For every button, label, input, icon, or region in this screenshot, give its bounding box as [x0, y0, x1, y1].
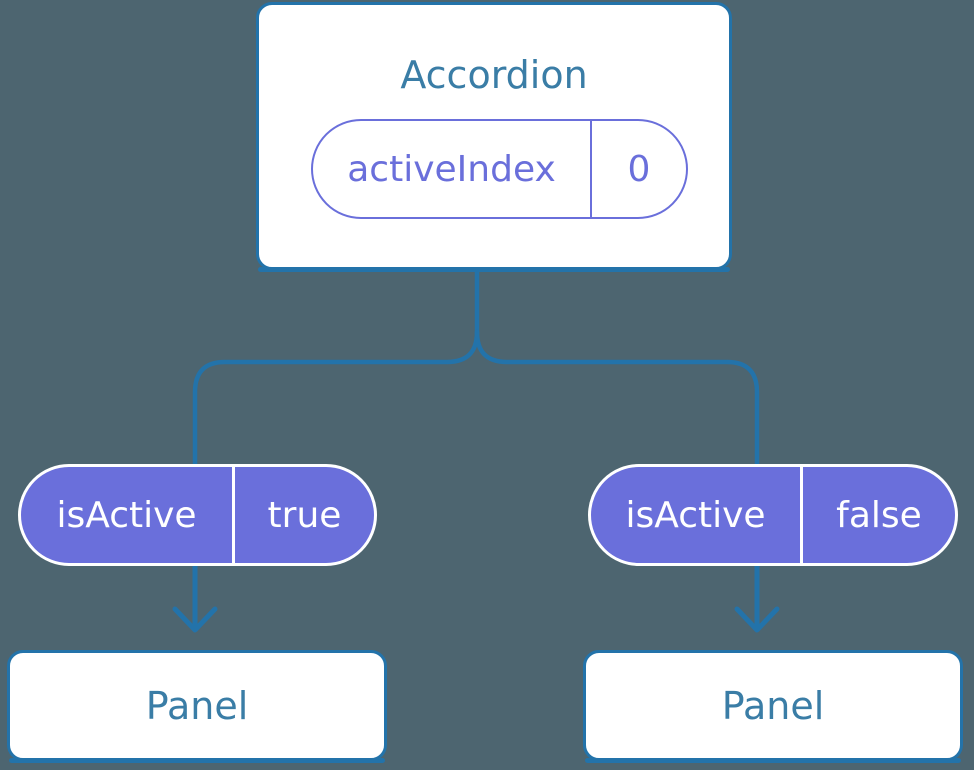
branch-left-line: [192, 261, 480, 473]
prop-pill-left: isActive true: [18, 464, 377, 566]
prop-value-right: false: [800, 467, 955, 563]
accordion-title: Accordion: [400, 53, 588, 97]
accordion-component-box: Accordion activeIndex 0: [256, 2, 732, 272]
prop-pill-right: isActive false: [588, 464, 958, 566]
prop-name-right: isActive: [625, 494, 766, 536]
state-pill: activeIndex 0: [311, 119, 688, 219]
state-value: 0: [590, 121, 686, 217]
branch-right-line: [474, 329, 760, 473]
prop-name-left: isActive: [56, 494, 197, 536]
arrow-down-right-icon: [734, 563, 780, 633]
state-name: activeIndex: [347, 148, 556, 190]
panel-component-box-right: Panel: [583, 650, 963, 763]
panel-title-right: Panel: [721, 683, 825, 728]
panel-title-left: Panel: [145, 683, 249, 728]
panel-component-box-left: Panel: [7, 650, 387, 763]
arrow-down-left-icon: [172, 563, 218, 633]
prop-value-left: true: [232, 467, 374, 563]
